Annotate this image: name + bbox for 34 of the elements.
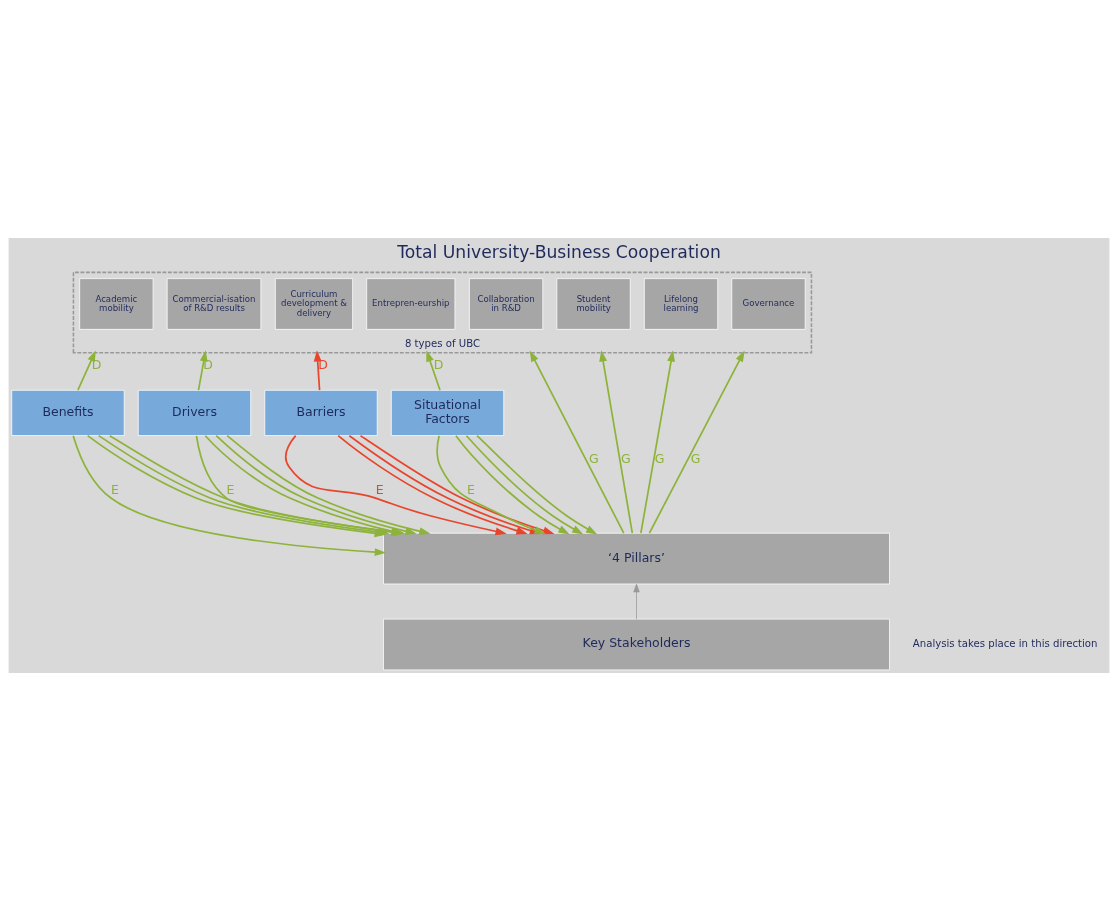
- edge-label: G: [589, 450, 599, 466]
- node-box: Lifelong learning: [643, 277, 719, 330]
- edge-label: G: [690, 450, 701, 466]
- label: Analysis takes place in this direction: [912, 637, 1098, 649]
- arrow: [426, 349, 441, 391]
- node-box: Commercial-isation of R&D results: [166, 277, 262, 330]
- arrow: [648, 350, 745, 534]
- arrow: [633, 583, 640, 619]
- edge-label: E: [226, 481, 235, 497]
- arrow: [640, 349, 675, 534]
- node-box: Governance: [731, 277, 806, 330]
- node-box: Drivers: [137, 389, 252, 436]
- node-box: Academic mobility: [79, 277, 154, 330]
- node-box: Benefits: [11, 389, 125, 436]
- edge-label: E: [467, 481, 475, 497]
- edge-label: G: [654, 450, 665, 466]
- edge-label: D: [91, 356, 102, 372]
- node-box: Curriculum development & delivery: [274, 277, 353, 330]
- node-box: Collaboration in R&D: [469, 277, 544, 330]
- edge-label: E: [110, 481, 119, 497]
- arrow: [77, 349, 96, 391]
- node-box: Situational Factors: [390, 389, 505, 436]
- edge-label: G: [621, 450, 631, 466]
- node-box: Entrepren-eurship: [366, 277, 456, 330]
- edge-label: D: [433, 356, 444, 372]
- arrow: [313, 349, 322, 391]
- node-box: ‘4 Pillars’: [383, 532, 890, 584]
- edge-label: E: [375, 481, 384, 497]
- arrow: [197, 349, 208, 391]
- diagram-title: Total University-Business Cooperation: [397, 241, 721, 262]
- node-box: Student mobility: [556, 277, 631, 330]
- arrow: [599, 349, 634, 534]
- node-box: Barriers: [264, 389, 378, 436]
- node-box: Key Stakeholders: [383, 618, 890, 670]
